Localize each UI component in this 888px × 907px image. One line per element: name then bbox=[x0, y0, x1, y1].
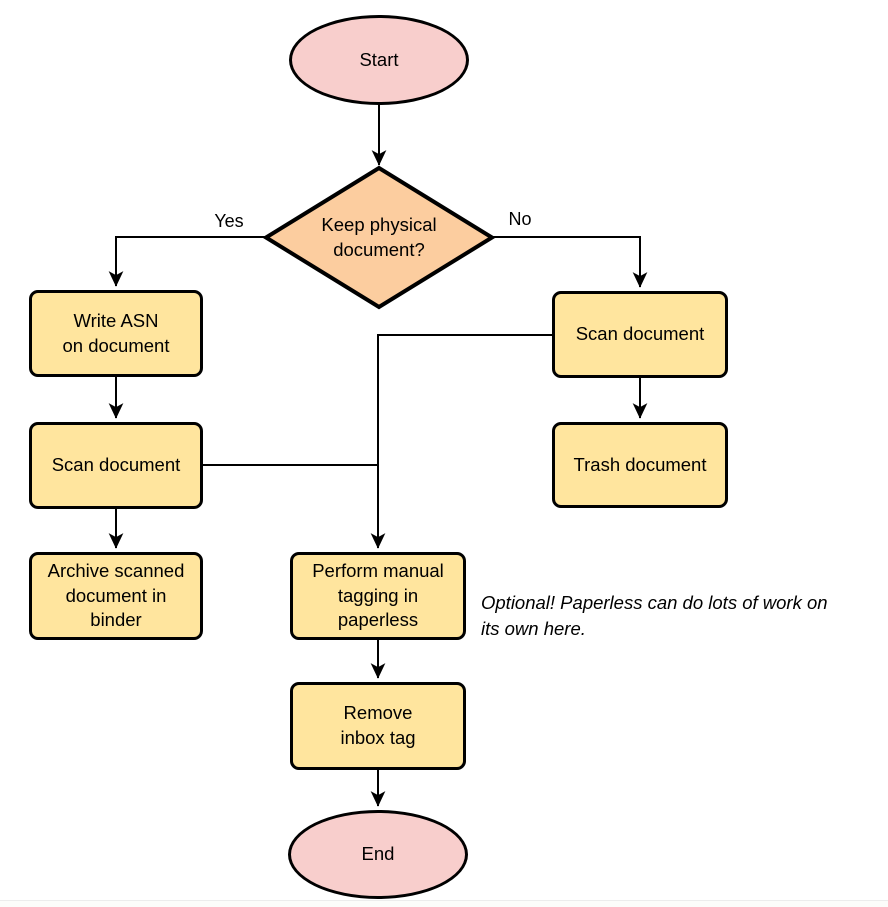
node-manual-tagging-label: Perform manual tagging in paperless bbox=[312, 559, 444, 631]
node-remove-inbox-tag: Remove inbox tag bbox=[290, 682, 466, 770]
node-manual-tagging: Perform manual tagging in paperless bbox=[290, 552, 466, 640]
edge-decision-no-to-scan-right bbox=[492, 236, 648, 288]
annotation-text: Optional! Paperless can do lots of work … bbox=[481, 592, 828, 639]
node-archive-binder-label: Archive scanned document in binder bbox=[47, 559, 185, 631]
node-trash-document: Trash document bbox=[552, 422, 728, 508]
decision-diamond-shape bbox=[263, 165, 495, 310]
node-start: Start bbox=[289, 15, 469, 105]
node-archive-binder: Archive scanned document in binder bbox=[29, 552, 203, 640]
edge-label-yes: Yes bbox=[214, 211, 244, 231]
node-end-label: End bbox=[361, 843, 395, 865]
node-write-asn: Write ASN on document bbox=[29, 290, 203, 377]
node-trash-document-label: Trash document bbox=[573, 453, 707, 475]
node-decision-label: Keep physical document? bbox=[321, 213, 437, 260]
node-remove-inbox-tag-label: Remove inbox tag bbox=[340, 702, 416, 748]
page-bottom-border bbox=[0, 900, 888, 907]
edge-scan-right-to-tagging bbox=[370, 334, 552, 549]
edge-label-no: No bbox=[508, 209, 532, 229]
node-scan-document-left: Scan document bbox=[29, 422, 203, 509]
node-start-label: Start bbox=[359, 48, 399, 70]
node-write-asn-label: Write ASN on document bbox=[62, 309, 170, 356]
node-scan-document-right-label: Scan document bbox=[575, 323, 705, 345]
edge-decision-yes-to-write-asn bbox=[108, 236, 266, 287]
node-scan-document-left-label: Scan document bbox=[51, 454, 181, 476]
node-end: End bbox=[288, 810, 468, 899]
node-decision: Keep physical document? bbox=[263, 165, 495, 310]
node-scan-document-right: Scan document bbox=[552, 291, 728, 378]
